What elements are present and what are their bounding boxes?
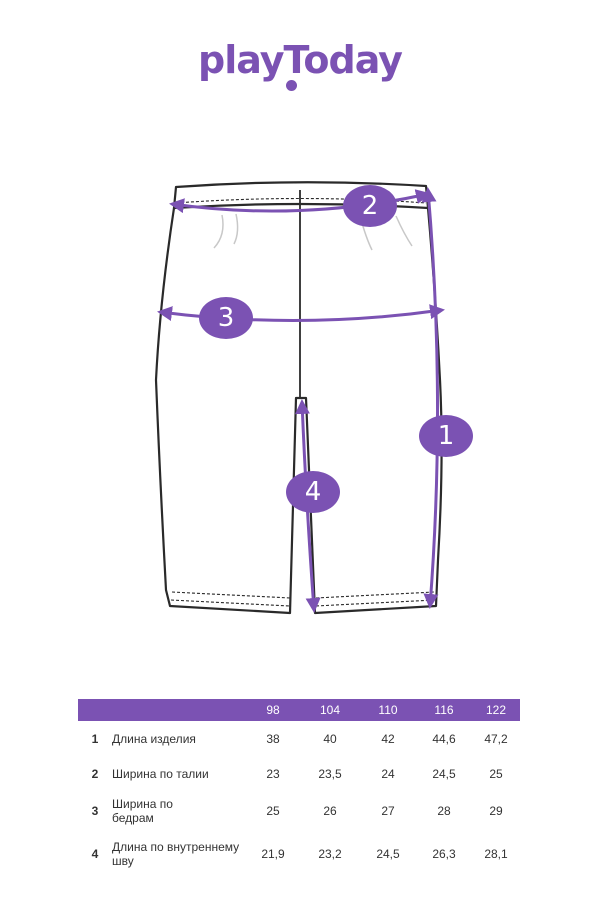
- size-table-header: 98 104 110 116 122: [78, 699, 520, 721]
- cell-value: 23,5: [318, 766, 342, 781]
- row-label: Ширина по талии: [112, 766, 209, 781]
- brand-logo: playToday: [0, 38, 600, 82]
- cell-value: 28: [437, 804, 451, 818]
- cell-value: 27: [381, 804, 395, 818]
- cell-value: 42: [381, 732, 395, 746]
- callout-badge-4: 4: [286, 471, 340, 513]
- row-label: Длина по внутреннему шву: [112, 840, 240, 868]
- row-number: 3: [91, 804, 99, 818]
- row-number: 4: [91, 847, 99, 861]
- row-label: Длина изделия: [112, 732, 196, 746]
- cell-value: 26: [323, 804, 337, 818]
- arrow-length: [421, 187, 440, 609]
- row-number: 2: [91, 766, 99, 781]
- cell-value: 23: [266, 766, 280, 781]
- size-header: 110: [360, 699, 416, 721]
- cell-value: 24,5: [376, 847, 400, 861]
- size-header: 122: [472, 699, 520, 721]
- cell-value: 28,1: [484, 847, 508, 861]
- arrow-hips: [157, 304, 445, 323]
- cell-value: 29: [489, 804, 503, 818]
- measure-arrows: [157, 187, 445, 613]
- table-row: 4 Длина по внутреннему шву 21,9 23,2 24,…: [78, 832, 520, 876]
- cell-value: 25: [489, 766, 503, 781]
- cell-value: 44,6: [432, 732, 456, 746]
- logo-dot: [286, 80, 297, 91]
- cell-value: 26,3: [432, 847, 456, 861]
- cell-value: 40: [323, 732, 337, 746]
- cell-value: 24,5: [432, 766, 456, 781]
- size-header: 116: [416, 699, 472, 721]
- size-table: 98 104 110 116 122 1 Длина изделия 38 40…: [78, 699, 520, 876]
- cell-value: 24: [381, 766, 395, 781]
- table-row: 2 Ширина по талии 23 23,5 24 24,5 25: [78, 757, 520, 790]
- shorts-outline: [154, 181, 443, 615]
- callout-badge-2: 2: [343, 185, 397, 227]
- callout-badge-1: 1: [419, 415, 473, 457]
- cell-value: 38: [266, 732, 280, 746]
- cell-value: 21,9: [261, 847, 285, 861]
- cell-value: 23,2: [318, 847, 342, 861]
- table-row: 1 Длина изделия 38 40 42 44,6 47,2: [78, 721, 520, 757]
- cell-value: 25: [266, 804, 280, 818]
- row-label: Ширина по бедрам: [112, 797, 173, 825]
- size-header: 98: [246, 699, 300, 721]
- size-header: 104: [300, 699, 360, 721]
- callout-badge-3: 3: [199, 297, 253, 339]
- shorts-measurement-diagram: [154, 181, 445, 615]
- table-row: 3 Ширина по бедрам 25 26 27 28 29: [78, 790, 520, 832]
- cell-value: 47,2: [484, 732, 508, 746]
- row-number: 1: [91, 732, 99, 746]
- logo-text: playToday: [198, 38, 403, 82]
